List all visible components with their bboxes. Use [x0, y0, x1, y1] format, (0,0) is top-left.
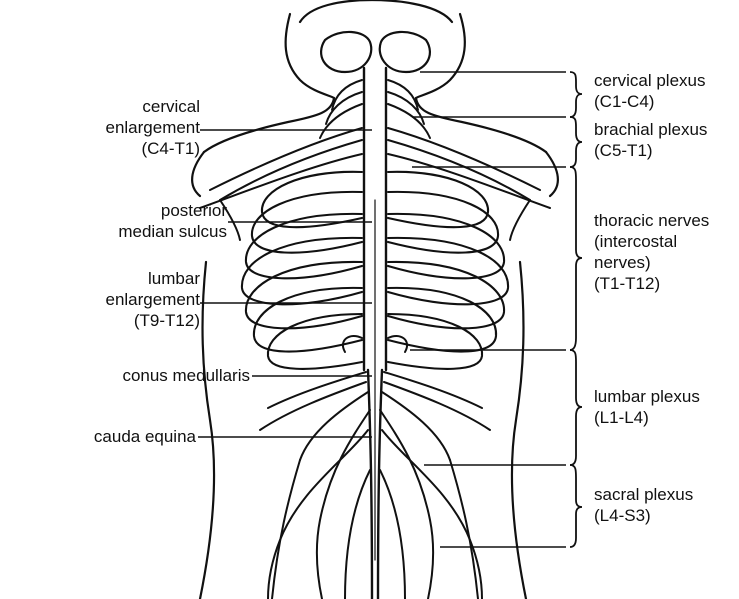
- braces: [570, 72, 582, 547]
- label-text: (T1-T12): [594, 273, 709, 294]
- brace-sacral-plexus: [570, 465, 582, 547]
- label-lumbar-plexus: lumbar plexus (L1-L4): [594, 386, 700, 428]
- label-text: (T9-T12): [105, 310, 200, 331]
- label-text: thoracic nerves: [594, 210, 709, 231]
- label-lumbar-enlargement: lumbar enlargement (T9-T12): [105, 268, 200, 331]
- label-text: posterior: [118, 200, 227, 221]
- brace-thoracic-nerves: [570, 167, 582, 350]
- brace-cervical-plexus: [570, 72, 582, 117]
- label-posterior-median-sulcus: posterior median sulcus: [118, 200, 227, 242]
- label-cauda-equina: cauda equina: [94, 426, 196, 447]
- label-text: enlargement: [105, 117, 200, 138]
- brace-lumbar-plexus: [570, 350, 582, 465]
- label-text: lumbar plexus: [594, 386, 700, 407]
- label-text: (L1-L4): [594, 407, 700, 428]
- label-text: sacral plexus: [594, 484, 693, 505]
- label-sacral-plexus: sacral plexus (L4-S3): [594, 484, 693, 526]
- label-text: conus medullaris: [122, 365, 250, 386]
- label-text: (C4-T1): [105, 138, 200, 159]
- brace-brachial-plexus: [570, 117, 582, 167]
- label-cervical-plexus: cervical plexus (C1-C4): [594, 70, 706, 112]
- label-cervical-enlargement: cervical enlargement (C4-T1): [105, 96, 200, 159]
- label-text: (L4-S3): [594, 505, 693, 526]
- label-text: (C1-C4): [594, 91, 706, 112]
- label-text: cauda equina: [94, 426, 196, 447]
- label-text: median sulcus: [118, 221, 227, 242]
- label-text: cervical plexus: [594, 70, 706, 91]
- label-conus-medullaris: conus medullaris: [122, 365, 250, 386]
- label-text: (intercostal: [594, 231, 709, 252]
- label-text: lumbar: [105, 268, 200, 289]
- label-text: (C5-T1): [594, 140, 707, 161]
- label-text: nerves): [594, 252, 709, 273]
- label-text: enlargement: [105, 289, 200, 310]
- spinal-cord: [364, 68, 386, 599]
- label-brachial-plexus: brachial plexus (C5-T1): [594, 119, 707, 161]
- label-thoracic-nerves: thoracic nerves (intercostal nerves) (T1…: [594, 210, 709, 294]
- label-text: cervical: [105, 96, 200, 117]
- label-text: brachial plexus: [594, 119, 707, 140]
